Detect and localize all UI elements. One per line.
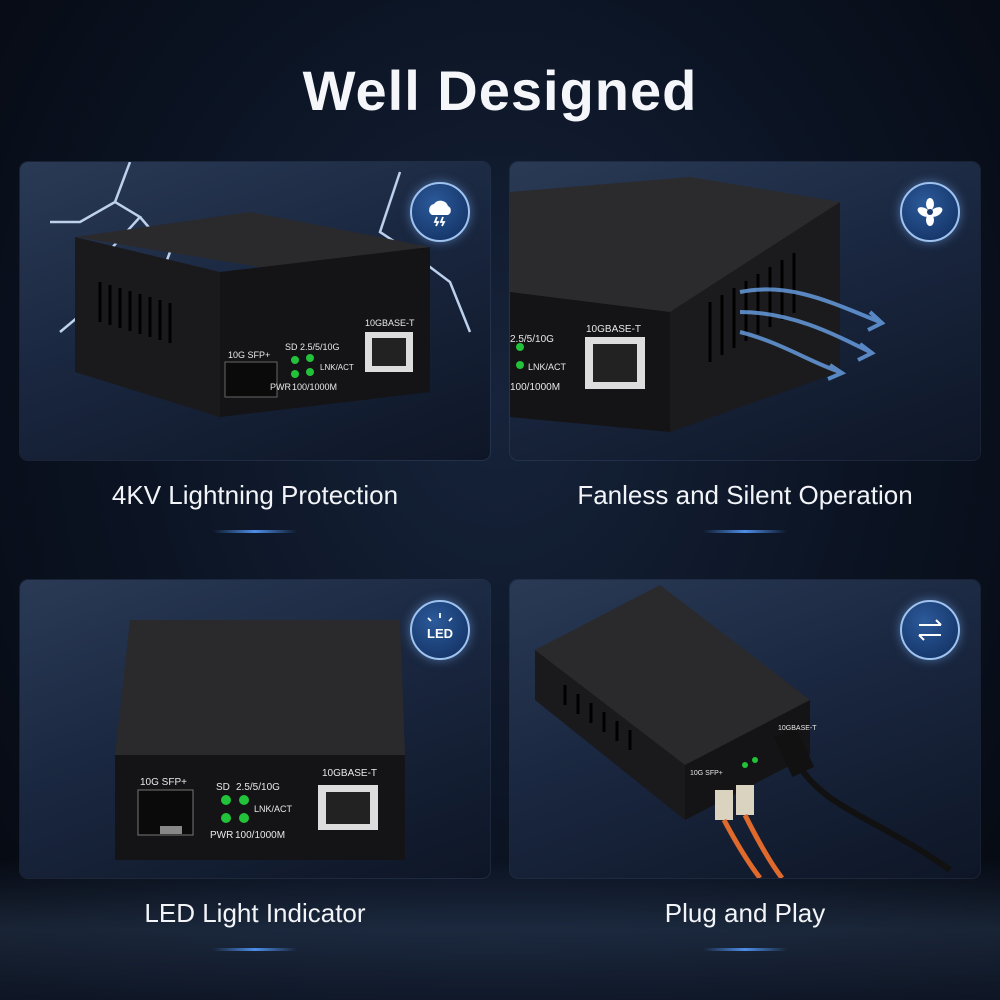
pwr-label: PWR bbox=[270, 382, 291, 392]
fiber-connector bbox=[715, 790, 733, 820]
feature-panel-lightning: 10G SFP+ SD 2.5/5/10G LNK/ACT PWR 100/10… bbox=[20, 162, 490, 460]
feature-caption: LED Light Indicator bbox=[144, 898, 366, 928]
lnk-label: LNK/ACT bbox=[254, 804, 293, 814]
feature-caption: 4KV Lightning Protection bbox=[111, 480, 399, 510]
low-speed-label: 100/1000M bbox=[235, 830, 285, 841]
low-speed-label: 100/1000M bbox=[292, 382, 337, 392]
caption-underline bbox=[703, 948, 787, 951]
device-illustration: 10G SFP+ SD 2.5/5/10G LNK/ACT PWR 100/10… bbox=[50, 162, 472, 417]
port-label: 10GBASE-T bbox=[322, 768, 377, 779]
caption-underline bbox=[703, 530, 787, 533]
speed-label: 2.5/5/10G bbox=[300, 342, 340, 352]
speed-label: 2.5/5/10G bbox=[510, 334, 554, 345]
lnk-label: LNK/ACT bbox=[320, 363, 354, 372]
sd-label: SD bbox=[216, 782, 230, 793]
feature-panel-led: 10G SFP+ SD 2.5/5/10G LNK/ACT PWR 100/10… bbox=[20, 580, 490, 878]
led-badge-text: LED bbox=[427, 626, 453, 641]
device-illustration: 10GBASE-T 2.5/5/10G LNK/ACT 100/1000M bbox=[510, 177, 886, 432]
sfp-label: 10G SFP+ bbox=[690, 770, 723, 777]
sfp-port bbox=[224, 361, 278, 398]
caption-underline bbox=[213, 948, 297, 951]
storm-cloud-icon bbox=[410, 182, 470, 242]
port-label: 10GBASE-T bbox=[365, 318, 415, 328]
feature-caption: Plug and Play bbox=[664, 898, 826, 928]
ethernet-plug bbox=[773, 726, 815, 778]
arrows-exchange-icon bbox=[900, 600, 960, 660]
fan-icon bbox=[900, 182, 960, 242]
led-icon: LED bbox=[410, 600, 470, 660]
airflow-arrows bbox=[739, 287, 886, 381]
caption-underline bbox=[213, 530, 297, 533]
page-title: Well Designed bbox=[302, 59, 698, 122]
sd-label: SD bbox=[285, 342, 298, 352]
low-speed-label: 100/1000M bbox=[510, 382, 560, 393]
device-illustration: 10G SFP+ SD 2.5/5/10G LNK/ACT PWR 100/10… bbox=[115, 620, 405, 860]
pwr-label: PWR bbox=[210, 830, 233, 841]
feature-panel-plug-and-play: 10GBASE-T 10G SFP+ bbox=[510, 580, 980, 878]
port-label: 10GBASE-T bbox=[778, 725, 817, 732]
sfp-label: 10G SFP+ bbox=[140, 777, 187, 788]
lnk-label: LNK/ACT bbox=[528, 362, 567, 372]
port-label: 10GBASE-T bbox=[586, 324, 641, 335]
feature-caption: Fanless and Silent Operation bbox=[577, 480, 913, 510]
speed-label: 2.5/5/10G bbox=[236, 782, 280, 793]
feature-panel-fanless: 10GBASE-T 2.5/5/10G LNK/ACT 100/1000M bbox=[510, 162, 980, 460]
device-illustration: 10GBASE-T 10G SFP+ bbox=[535, 585, 952, 878]
sfp-label: 10G SFP+ bbox=[228, 350, 270, 360]
background-floor bbox=[0, 860, 1000, 1000]
